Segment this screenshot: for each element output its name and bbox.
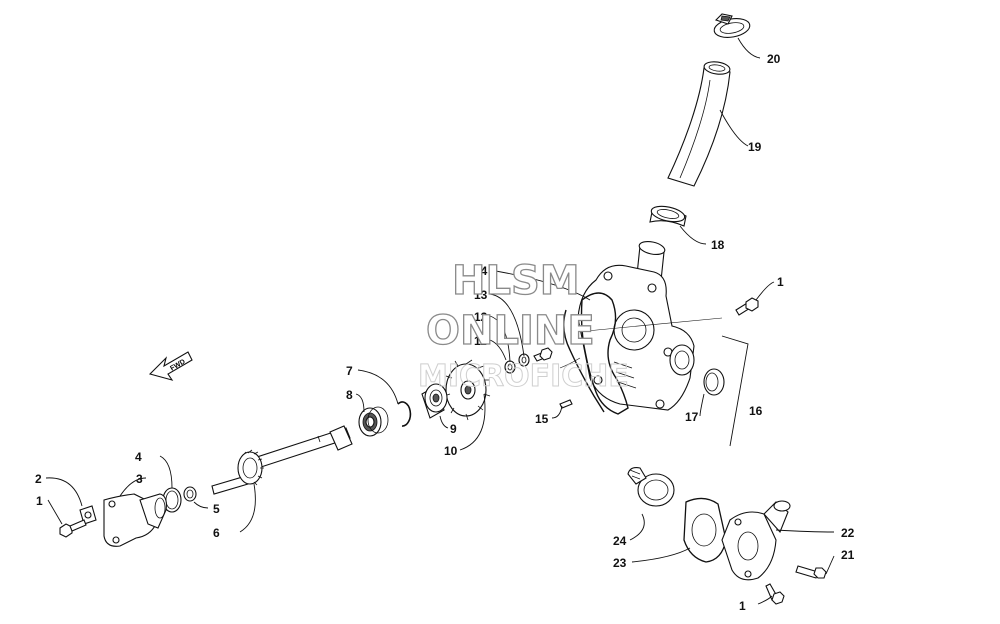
callout-1-left: 1 [36, 494, 43, 508]
callout-24: 24 [613, 534, 627, 548]
callout-10: 10 [444, 444, 458, 458]
callout-7: 7 [346, 364, 353, 378]
part-pump-shaft [211, 425, 353, 495]
part-housing-gasket [563, 292, 629, 415]
callout-5: 5 [213, 502, 220, 516]
part-bolt-left [59, 519, 87, 538]
callout-20: 20 [767, 52, 781, 66]
callout-18: 18 [711, 238, 725, 252]
callout-12: 12 [474, 310, 488, 324]
callout-19: 19 [748, 140, 762, 154]
callout-1-housing: 1 [777, 275, 784, 289]
part-bearing [358, 406, 389, 437]
part-thermostat-gasket [683, 497, 727, 563]
callout-16: 16 [749, 404, 763, 418]
fwd-arrow-icon: FWD [148, 351, 193, 381]
callout-15: 15 [535, 412, 549, 426]
part-bolt-bottom [765, 583, 785, 605]
watermark: HLSM ONLINE MICROFICHE [418, 257, 630, 394]
part-dowel-pin [559, 399, 573, 409]
callout-17: 17 [685, 410, 699, 424]
part-thermostat [627, 467, 675, 507]
callout-22: 22 [841, 526, 855, 540]
part-pump-housing [577, 240, 695, 411]
part-snap-ring [397, 401, 412, 427]
callout-8: 8 [346, 388, 353, 402]
callout-14: 14 [474, 264, 488, 278]
watermark-line-1: HLSM [452, 258, 580, 304]
callout-11: 11 [474, 334, 487, 348]
part-coolant-hose [667, 61, 731, 187]
watermark-line-2: ONLINE [426, 308, 595, 354]
callout-23: 23 [613, 556, 627, 570]
part-mechanical-seal [421, 383, 448, 419]
part-impeller [443, 359, 491, 421]
part-pump-cover [103, 493, 167, 547]
callout-labels: 20 19 18 1 14 13 12 11 7 8 9 10 15 17 16… [35, 52, 855, 613]
part-hose-clamp-lower [649, 205, 687, 227]
callout-21: 21 [841, 548, 855, 562]
part-small-o-ring [183, 486, 197, 502]
part-seal-ring [703, 368, 725, 396]
part-bracket [79, 505, 97, 525]
watermark-line-3: MICROFICHE [418, 359, 629, 394]
callout-2: 2 [35, 472, 42, 486]
leader-lines [45, 37, 835, 605]
part-bolt-21 [795, 565, 827, 579]
part-washer-a [518, 353, 530, 367]
callout-6: 6 [213, 526, 220, 540]
callout-13: 13 [474, 288, 488, 302]
fwd-label: FWD [169, 358, 186, 372]
part-thermostat-housing [721, 500, 791, 581]
part-hose-clamp-top [713, 13, 751, 38]
part-bolt-housing [735, 297, 759, 316]
callout-1-bottom: 1 [739, 599, 746, 613]
callout-3: 3 [136, 472, 143, 486]
callout-4: 4 [135, 450, 142, 464]
part-small-bolt [533, 347, 553, 362]
callout-9: 9 [450, 422, 457, 436]
